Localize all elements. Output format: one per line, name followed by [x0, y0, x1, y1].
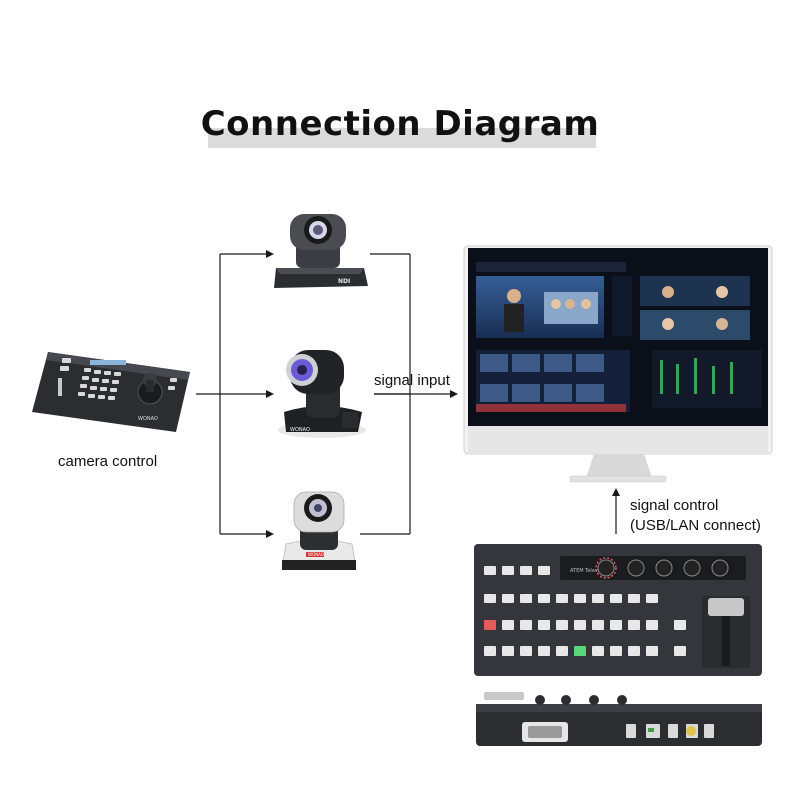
video-switcher-panel: ATEM Television: [474, 544, 762, 676]
signal-control-label: signal control: [630, 497, 719, 514]
switcher-row-3: [484, 646, 686, 656]
camera-2-brand: WONAO: [290, 427, 310, 433]
connector-lines: [196, 253, 617, 535]
page-title: Connection Diagram: [200, 104, 600, 144]
monitor: [463, 245, 773, 483]
title-highlight: [208, 128, 596, 148]
signal-control-connection-label: (USB/LAN connect): [630, 517, 761, 534]
switcher-screen-text: ATEM Television: [570, 568, 609, 574]
arrowheads: [266, 250, 620, 538]
switcher-rear-panel: [476, 692, 762, 746]
switcher-row-1: [484, 594, 658, 603]
ptz-camera-1: NDI: [274, 214, 368, 288]
camera-control-label: camera control: [58, 453, 158, 470]
camera-3-brand: WONAO: [308, 552, 324, 557]
signal-input-label: signal input: [374, 372, 450, 389]
ptz-keyboard-controller: WONAO: [32, 352, 190, 432]
switcher-row-2: [484, 620, 686, 630]
keyboard-brand-text: WONAO: [138, 416, 158, 422]
ptz-camera-3: WONAO: [281, 491, 357, 570]
ptz-camera-2: WONAO: [278, 350, 366, 438]
camera-1-brand: NDI: [338, 278, 350, 285]
